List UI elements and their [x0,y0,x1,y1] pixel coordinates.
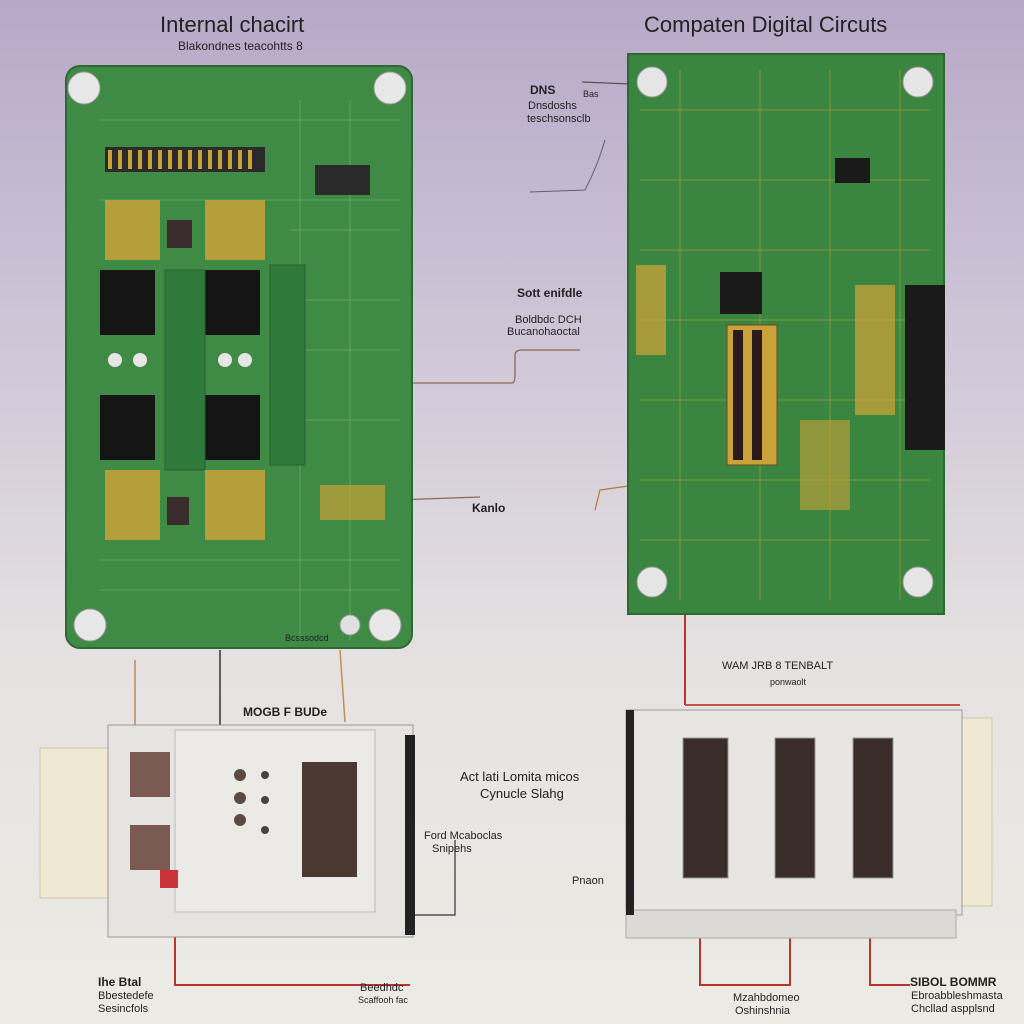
label-mzm2: Oshinshnia [735,1005,791,1017]
label-mogs: MOGB F BUDe [243,705,327,719]
label-ihe-sub1: Bbestedefe [98,990,154,1002]
right-title: Compaten Digital Circuts [644,12,888,37]
label-sott-sub2: Bucanohaoctal [507,326,580,338]
label-beech-sub: Scaffooh fac [358,995,408,1005]
label-smn-sub1: Ebroabbleshmasta [911,990,1003,1002]
label-dns-sub1: Dnsdoshs [528,100,577,112]
label-kanlo: Kanlo [472,501,506,515]
label-pnaon: Pnaon [572,875,604,887]
left-subtitle: Blakondnes teacohtts 8 [178,39,303,53]
wire-left-center [370,349,580,384]
label-sott: Sott enifdle [517,286,583,300]
label-ford2: Snipehs [432,843,472,855]
label-dns-sub2: teschsonsclb [527,113,591,125]
label-wam-sub: ponwaolt [770,677,807,687]
label-ford1: Ford Mcaboclas [424,830,503,842]
label-acti1: Act lati Lomita micos [460,769,580,784]
label-dns-tag: Bas [583,89,599,99]
label-sott-sub1: Boldbdc DCH [515,314,582,326]
wire-mvaljom [594,484,636,511]
label-smn-sub2: Chcllad aspplsnd [911,1003,995,1015]
label-wam: WAM JRB 8 TENBALT [722,660,834,672]
left-title: Internal chacirt [160,12,305,37]
label-ihe: Ihe Btal [98,975,142,989]
wire-left-3 [339,649,346,723]
wire-ford [412,840,456,916]
label-smn: SIBOL BOMMR [910,975,997,989]
pcb-mark: Bcsssodcd [285,633,329,643]
label-mzm1: Mzahbdomeo [733,992,800,1004]
wire-dns-curve [529,139,606,193]
wire-dns [581,81,631,85]
label-beech: Beedhdc [360,982,404,994]
label-dns: DNS [530,83,556,97]
label-ihe-sub2: Sesincfols [98,1003,149,1015]
label-acti2: Cynucle Slahg [480,786,564,801]
